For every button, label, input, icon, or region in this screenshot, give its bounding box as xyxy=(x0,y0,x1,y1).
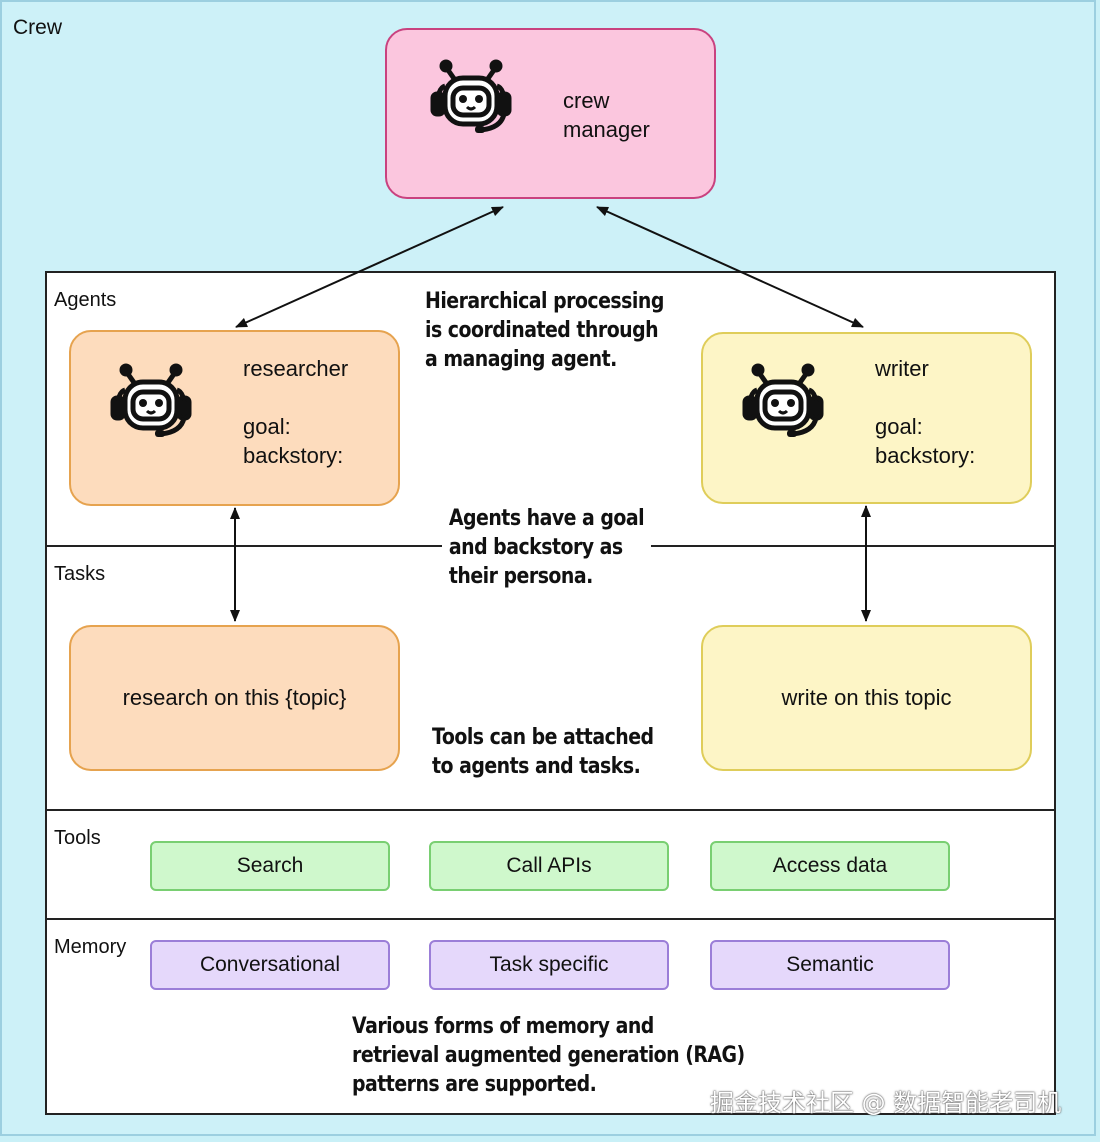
note-hierarchical: Hierarchical processing is coordinated t… xyxy=(425,289,664,372)
section-label-agents: Agents xyxy=(54,289,117,311)
divider-tools-memory xyxy=(45,918,1056,920)
crew-manager-box[interactable]: crew manager xyxy=(385,28,716,199)
research-task-text: research on this {topic} xyxy=(122,685,347,710)
robot-headset-icon xyxy=(742,363,824,437)
write-task-text: write on this topic xyxy=(781,685,952,710)
writer-agent-text: writer goal: backstory: xyxy=(875,356,976,468)
section-label-tools: Tools xyxy=(54,827,101,849)
note-memory: Various forms of memory and retrieval au… xyxy=(352,1014,745,1097)
memory-task-specific[interactable]: Task specific xyxy=(429,940,669,990)
tool-access-data[interactable]: Access data xyxy=(710,841,950,891)
divider-tasks-tools xyxy=(45,809,1056,811)
research-task-box[interactable]: research on this {topic} xyxy=(69,625,400,771)
tool-search[interactable]: Search xyxy=(150,841,390,891)
note-persona: Agents have a goal and backstory as thei… xyxy=(442,504,651,591)
robot-headset-icon xyxy=(430,59,512,133)
crew-label: Crew xyxy=(13,16,63,39)
memory-conversational[interactable]: Conversational xyxy=(150,940,390,990)
memory-semantic[interactable]: Semantic xyxy=(710,940,950,990)
researcher-agent-text: researcher goal: backstory: xyxy=(243,356,349,468)
writer-agent-box[interactable]: writer goal: backstory: xyxy=(701,332,1032,504)
robot-headset-icon xyxy=(110,363,192,437)
note-tools: Tools can be attached to agents and task… xyxy=(432,725,654,779)
watermark: 掘金技术社区 @ 数据智能老司机 xyxy=(710,1089,1062,1117)
section-label-memory: Memory xyxy=(54,936,127,958)
arrow-manager-researcher xyxy=(235,206,504,328)
arrow-manager-writer xyxy=(596,206,864,328)
section-label-tasks: Tasks xyxy=(54,563,106,585)
tool-call-apis[interactable]: Call APIs xyxy=(429,841,669,891)
manager-label: crew manager xyxy=(563,88,650,142)
write-task-box[interactable]: write on this topic xyxy=(701,625,1032,771)
researcher-agent-box[interactable]: researcher goal: backstory: xyxy=(69,330,400,506)
